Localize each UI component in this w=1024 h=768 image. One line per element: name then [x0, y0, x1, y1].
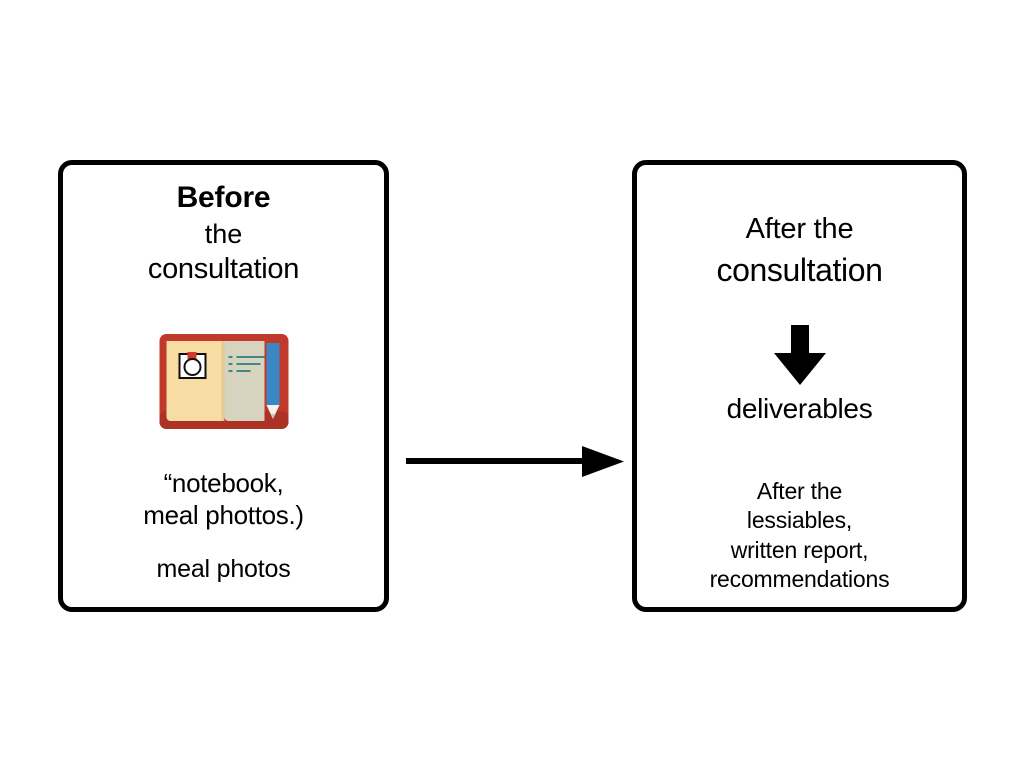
after-card-title-line-1: After the — [745, 213, 854, 245]
down-arrow-icon — [770, 325, 830, 387]
before-card-caption-text: meal photos — [156, 555, 291, 583]
before-card-title-line-2: the — [204, 219, 243, 249]
after-card-list-text: After the lessiables, written report, re… — [709, 478, 890, 593]
after-card-deliverables-label: deliverables — [726, 393, 873, 424]
before-card-content: Before the consultation — [63, 165, 384, 607]
before-card-quote-text: “notebook, meal phottos.) — [143, 468, 304, 530]
after-card-content: After the consultation deliverables Afte… — [637, 165, 962, 607]
open-notebook-icon — [158, 333, 289, 430]
after-the-consultation-card: After the consultation deliverables Afte… — [632, 160, 967, 612]
right-arrow-connector — [402, 438, 630, 486]
before-the-consultation-card: Before the consultation — [58, 160, 389, 612]
before-card-title-line-1: Before — [176, 181, 271, 214]
before-card-title-line-3: consultation — [147, 253, 300, 285]
after-card-title-line-2: consultation — [716, 252, 883, 288]
